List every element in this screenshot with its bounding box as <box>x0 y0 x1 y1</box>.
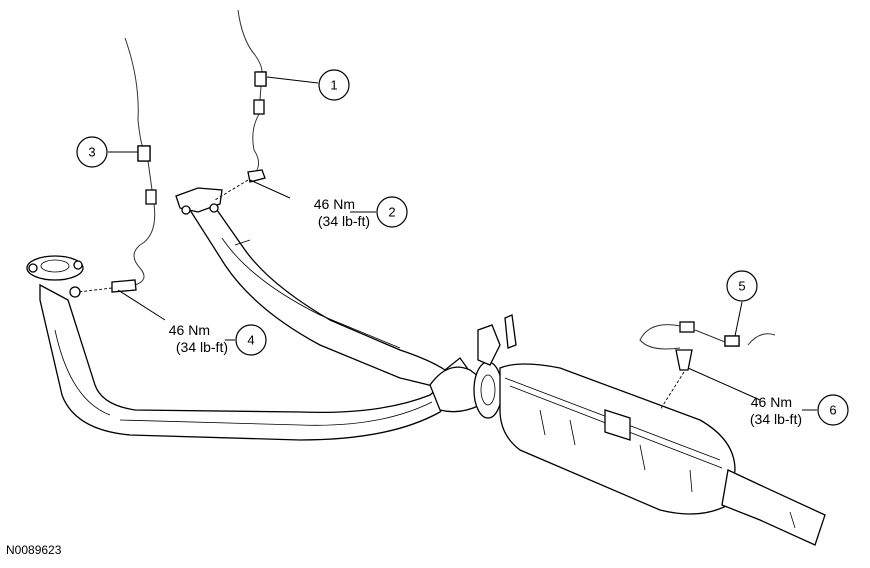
callout-4-circle <box>235 324 267 356</box>
catalytic-converter <box>473 314 826 546</box>
callout-6-torque-nm: 46 Nm <box>751 394 792 410</box>
heated-oxygen-sensor-right-upstream <box>214 9 267 201</box>
callout-2-torque-lbft: (34 lb-ft) <box>318 213 370 229</box>
sensor-connector-upper <box>254 71 267 87</box>
exhaust-y-pipe <box>26 187 491 441</box>
callout-4-number: 4 <box>247 333 254 348</box>
callout-4-torque-lbft: (34 lb-ft) <box>176 339 228 355</box>
callout-3-circle <box>76 136 108 168</box>
callout-6-circle <box>817 394 849 426</box>
figure-id: N0089623 <box>6 543 62 557</box>
callout-5-circle <box>726 270 758 302</box>
callout-4: 4 46 Nm (34 lb-ft) <box>117 289 267 356</box>
callout-6-torque-lbft: (34 lb-ft) <box>750 411 802 427</box>
callout-2-number: 2 <box>388 205 395 220</box>
callout-5: 5 <box>726 270 758 337</box>
callout-6-number: 6 <box>829 403 836 418</box>
callout-2: 2 46 Nm (34 lb-ft) <box>249 179 408 229</box>
callout-3-number: 3 <box>88 145 95 160</box>
sensor-connector-left <box>137 145 151 162</box>
sensor-connector-downstream <box>724 335 740 347</box>
callout-6: 6 46 Nm (34 lb-ft) <box>687 367 849 427</box>
callout-2-circle <box>376 196 408 228</box>
callout-5-number: 5 <box>738 279 745 294</box>
callout-4-torque-nm: 46 Nm <box>169 322 210 338</box>
callout-2-torque-nm: 46 Nm <box>314 196 355 212</box>
callout-1-number: 1 <box>330 78 337 93</box>
callout-1-circle <box>318 69 350 101</box>
callout-1: 1 <box>266 69 350 101</box>
callout-3: 3 <box>76 136 138 168</box>
